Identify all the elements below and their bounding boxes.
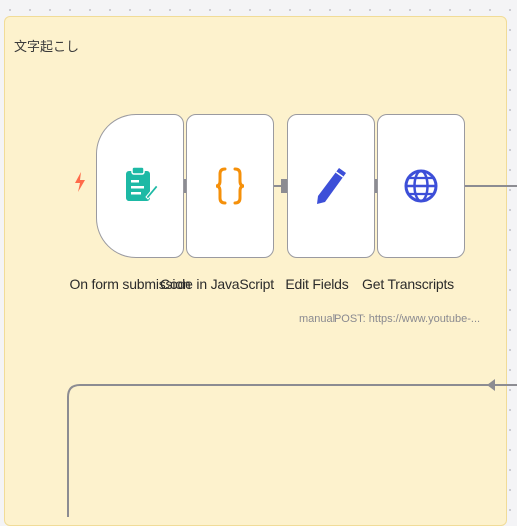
globe-icon (404, 169, 438, 203)
trigger-bolt-icon (75, 172, 85, 192)
node-get-transcripts[interactable] (377, 114, 465, 258)
node-edit-fields[interactable] (287, 114, 375, 258)
node-code-in-javascript[interactable] (186, 114, 274, 258)
group-title: 文字起こし (14, 40, 80, 55)
node-subtitle-http: POST: https://www.youtube-... (333, 313, 481, 325)
node-title-code: Code in JavaScript (160, 276, 274, 292)
braces-icon (215, 167, 245, 205)
node-on-form-submission[interactable] (96, 114, 184, 258)
pen-icon (317, 168, 346, 204)
connection-loop-back[interactable] (67, 379, 517, 517)
sticky-group[interactable] (4, 16, 507, 526)
node-title-form: On form submission (69, 276, 191, 292)
node-title-http: Get Transcripts (362, 276, 454, 292)
node-subtitle-edit: manual (298, 313, 336, 325)
node-title-edit: Edit Fields (285, 276, 349, 292)
form-icon (126, 167, 158, 201)
